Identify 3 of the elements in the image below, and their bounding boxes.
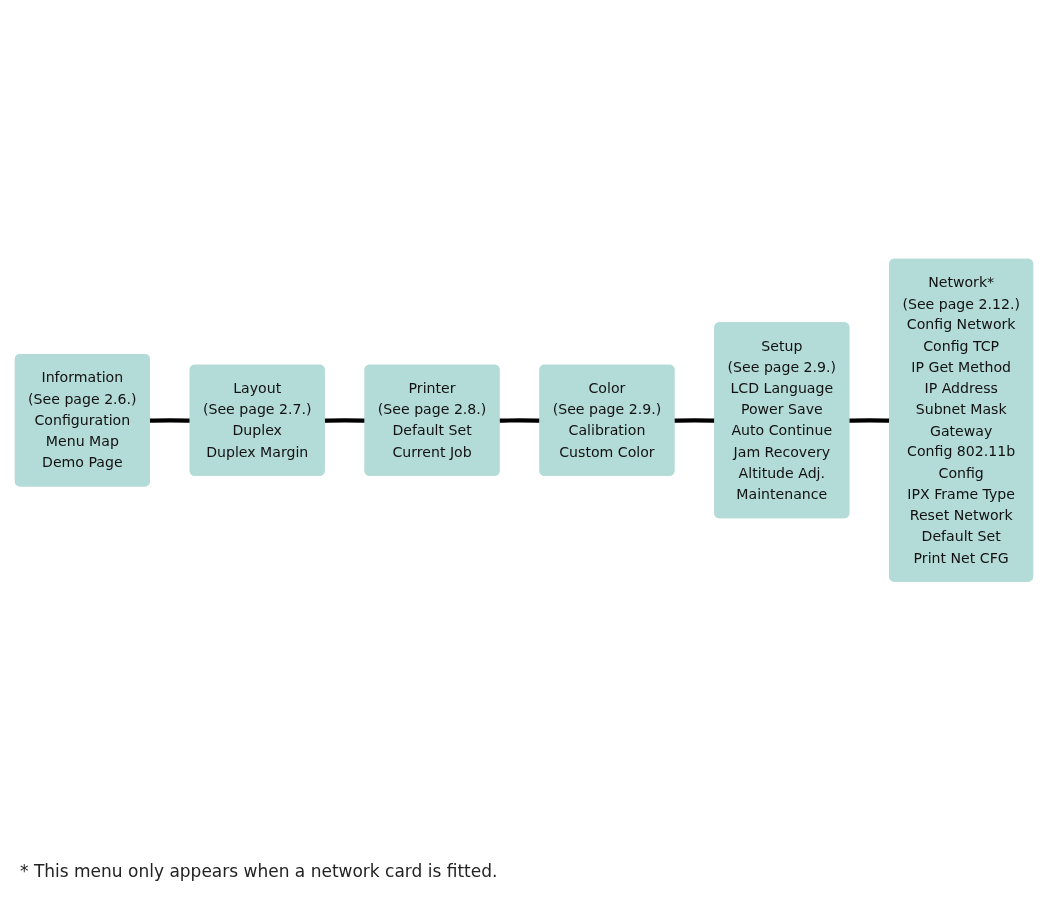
connector xyxy=(848,418,890,423)
footnote: * This menu only appears when a network card is fitted. xyxy=(20,861,499,881)
connector xyxy=(148,418,191,423)
